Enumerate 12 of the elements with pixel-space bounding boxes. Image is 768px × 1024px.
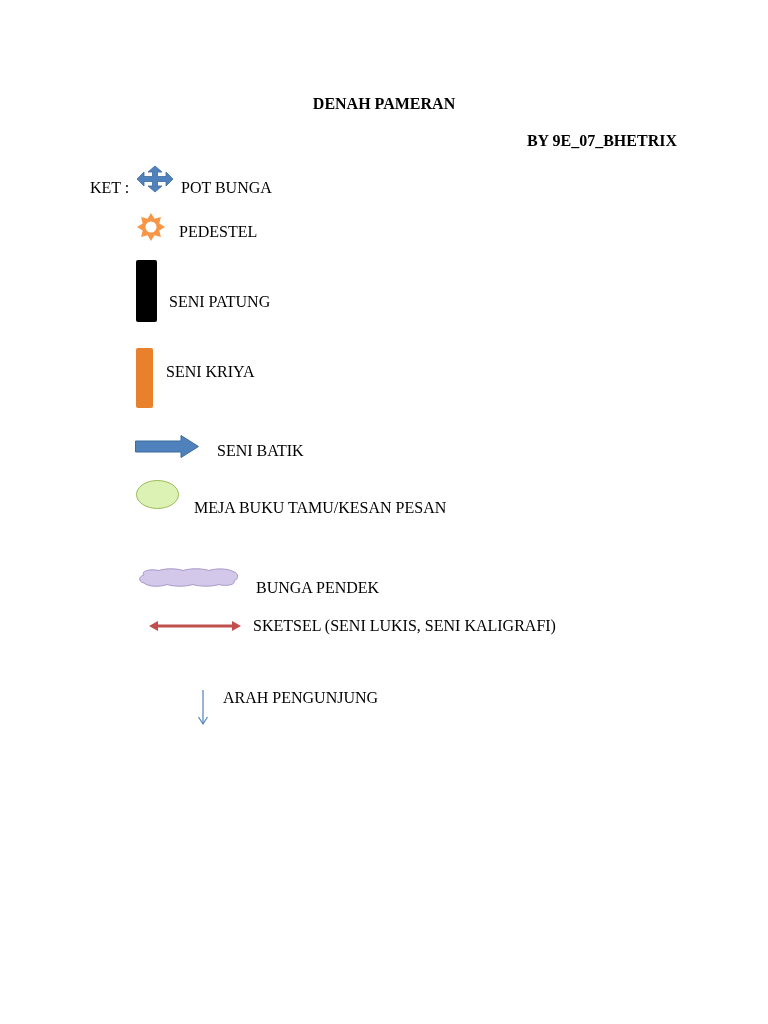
legend-label: ARAH PENGUNJUNG bbox=[223, 689, 379, 707]
legend-label: MEJA BUKU TAMU/KESAN PESAN bbox=[194, 499, 447, 517]
legend-label: BUNGA PENDEK bbox=[256, 579, 380, 597]
byline: BY 9E_07_BHETRIX bbox=[526, 132, 677, 150]
legend-label: SKETSEL (SENI LUKIS, SENI KALIGRAFI) bbox=[253, 617, 556, 635]
legend-label: SENI PATUNG bbox=[169, 293, 271, 311]
title: DENAH PAMERAN bbox=[312, 95, 456, 113]
legend-label: POT BUNGA bbox=[181, 179, 272, 197]
legend-label: SENI BATIK bbox=[217, 442, 304, 460]
legend-heading: KET : bbox=[90, 179, 130, 197]
legend-label: PEDESTEL bbox=[179, 223, 258, 241]
legend-label: SENI KRIYA bbox=[166, 363, 255, 381]
